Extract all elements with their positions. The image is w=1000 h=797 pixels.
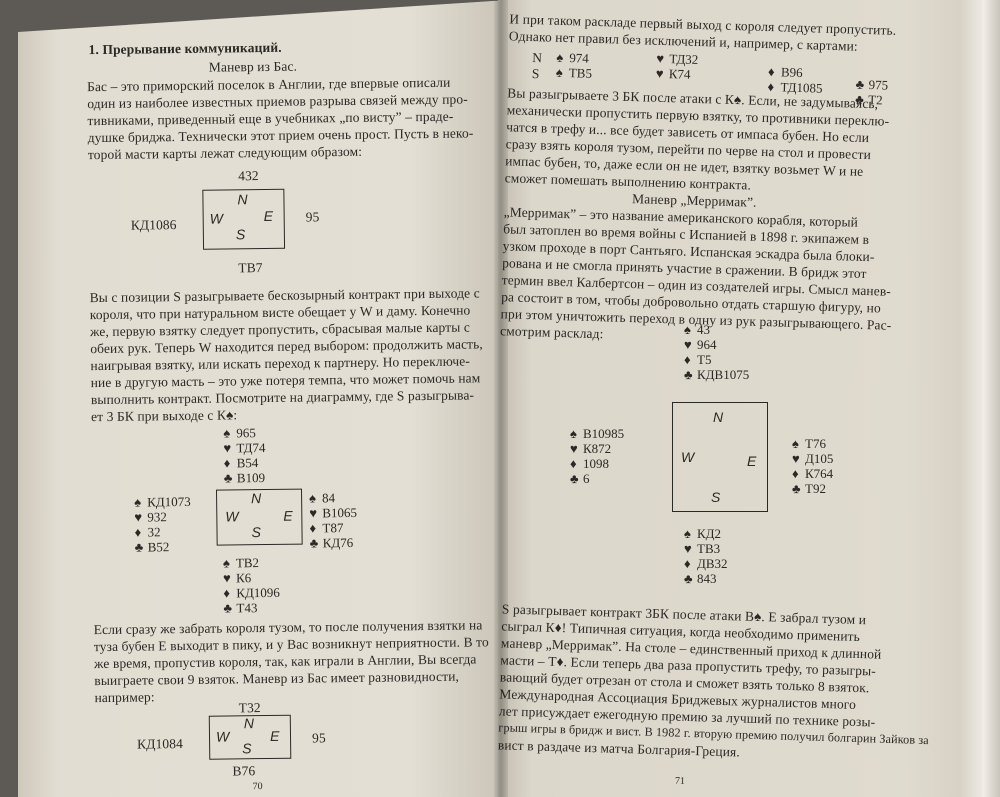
heart-icon: ♥ bbox=[684, 541, 692, 556]
paragraph-line: например: bbox=[94, 689, 155, 706]
heart-icon: ♥ bbox=[309, 505, 318, 521]
club-icon: ♣ bbox=[223, 600, 233, 616]
club-icon: ♣ bbox=[570, 471, 579, 486]
compass-s: S bbox=[242, 740, 252, 757]
spade-icon: ♠ bbox=[223, 425, 231, 441]
diagram1-compass-box: N W E S bbox=[202, 188, 286, 250]
page-number: 71 bbox=[674, 775, 686, 787]
compass-s: S bbox=[711, 489, 721, 505]
spade-icon: ♠ bbox=[134, 494, 142, 510]
left-page: 1. Прерывание коммуникаций. Маневр из Ба… bbox=[18, 0, 508, 797]
compass-w: W bbox=[209, 210, 224, 227]
diamond-icon: ♦ bbox=[570, 456, 577, 471]
right-page: И при таком раскладе первый выход с коро… bbox=[498, 0, 978, 797]
paragraph-line: выиграете свои 9 взяток. Маневр из Бас и… bbox=[94, 668, 460, 689]
paragraph-line: ет 3 БК при выходе с К♠: bbox=[91, 407, 238, 425]
right-page-bottom: S разыгрывает контракт 3БК после атаки В… bbox=[498, 0, 978, 797]
heart-icon: ♥ bbox=[223, 440, 232, 456]
deal2-compass-box: N W E S bbox=[672, 402, 768, 512]
diagram2-east: 95 bbox=[311, 730, 326, 746]
deal1-south-hand: ♠ТВ2 ♥К6 ♦КД1096 ♣Т43 bbox=[222, 555, 280, 616]
diamond-icon: ♦ bbox=[134, 524, 142, 540]
deal2-east-hand: ♠Т76 ♥Д105 ♦К764 ♣Т92 bbox=[792, 436, 834, 496]
spade-icon: ♠ bbox=[684, 322, 691, 337]
deal2-south-hand: ♠КД2 ♥ТВ3 ♦ДВ32 ♣843 bbox=[684, 526, 728, 586]
deal1-west-hand: ♠КД1073 ♥932 ♦32 ♣В52 bbox=[134, 493, 191, 555]
compass-w: W bbox=[225, 508, 239, 525]
diamond-icon: ♦ bbox=[223, 585, 230, 601]
heart-icon: ♥ bbox=[684, 337, 692, 352]
spade-icon: ♠ bbox=[684, 526, 691, 541]
diagram1-south: ТВ7 bbox=[238, 260, 263, 276]
compass-n: N bbox=[243, 715, 255, 732]
compass-w: W bbox=[681, 449, 695, 465]
deal1-east-hand: ♠84 ♥В1065 ♦Т87 ♣КД76 bbox=[309, 490, 358, 551]
deal1-north-hand: ♠965 ♥ТД74 ♦В54 ♣В109 bbox=[223, 425, 266, 486]
club-icon: ♣ bbox=[223, 470, 233, 486]
club-icon: ♣ bbox=[134, 539, 144, 555]
diamond-icon: ♦ bbox=[223, 455, 231, 471]
diagram2-compass-box: N W E S bbox=[208, 714, 292, 760]
compass-s: S bbox=[251, 524, 261, 541]
book-gutter bbox=[494, 0, 508, 797]
compass-n: N bbox=[713, 409, 724, 425]
spade-icon: ♠ bbox=[792, 436, 799, 451]
diamond-icon: ♦ bbox=[684, 352, 691, 367]
spade-icon: ♠ bbox=[309, 490, 317, 506]
compass-e: E bbox=[269, 727, 280, 744]
diagram1-north: 432 bbox=[238, 168, 259, 184]
club-icon: ♣ bbox=[684, 367, 693, 382]
heart-icon: ♥ bbox=[134, 509, 143, 525]
page-edge-stack bbox=[960, 0, 1000, 797]
club-icon: ♣ bbox=[792, 481, 801, 496]
compass-e: E bbox=[747, 453, 757, 469]
heart-icon: ♥ bbox=[570, 441, 578, 456]
diagram2-west: КД1084 bbox=[137, 736, 184, 752]
paragraph-line: торой масти карты лежат следующим образо… bbox=[87, 143, 363, 163]
diagram1-west: КД1086 bbox=[130, 217, 177, 233]
diagram1-east: 95 bbox=[305, 209, 320, 225]
compass-w: W bbox=[215, 728, 230, 745]
compass-e: E bbox=[283, 507, 293, 524]
diamond-icon: ♦ bbox=[309, 520, 317, 536]
deal1-compass-box: N W E S bbox=[215, 488, 303, 546]
subheading-bas: Маневр из Бас. bbox=[208, 58, 298, 75]
compass-n: N bbox=[237, 191, 248, 208]
club-icon: ♣ bbox=[684, 571, 693, 586]
heart-icon: ♥ bbox=[222, 570, 231, 586]
diagram2-north: Т32 bbox=[238, 700, 261, 716]
spade-icon: ♠ bbox=[570, 426, 577, 441]
compass-n: N bbox=[251, 490, 262, 507]
paragraph-line: выполнить контракт. Посмотрите на диагра… bbox=[90, 387, 475, 408]
diamond-icon: ♦ bbox=[792, 466, 799, 481]
compass-e: E bbox=[263, 207, 274, 225]
spade-icon: ♠ bbox=[222, 555, 230, 571]
section-heading: 1. Прерывание коммуникаций. bbox=[88, 39, 282, 58]
heart-icon: ♥ bbox=[792, 451, 800, 466]
deal2-west-hand: ♠В10985 ♥К872 ♦1098 ♣6 bbox=[570, 426, 625, 486]
diamond-icon: ♦ bbox=[684, 556, 691, 571]
club-icon: ♣ bbox=[309, 535, 319, 551]
page-number: 70 bbox=[252, 781, 263, 793]
deal2-north-hand: ♠43 ♥964 ♦Т5 ♣КДВ1075 bbox=[684, 322, 750, 382]
diagram2-south: В76 bbox=[232, 763, 256, 779]
compass-s: S bbox=[235, 226, 246, 243]
left-page-content: 1. Прерывание коммуникаций. Маневр из Ба… bbox=[18, 0, 508, 797]
